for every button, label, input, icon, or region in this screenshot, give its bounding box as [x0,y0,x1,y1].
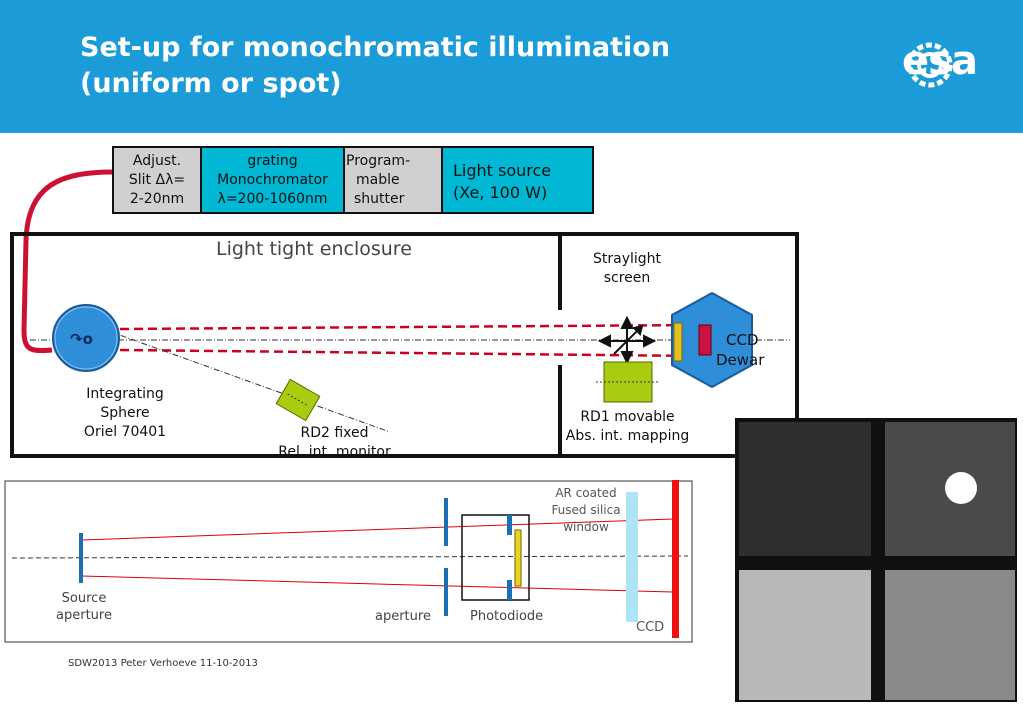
title-line-2: (uniform or spot) [80,68,342,99]
aperture-bar-top [444,498,448,546]
ccd-image-graphic [735,418,1017,702]
light-tight-enclosure [10,232,799,458]
monochromator-label: grating Monochromator λ=200-1060nm [217,153,328,207]
light-source-box [441,146,594,214]
photodiode-label: Photodiode [470,609,544,624]
ccd-bar [672,480,679,638]
footer-text: SDW2013 Peter Verhoeve 11-10-2013 [68,658,258,669]
photodiode-housing [461,514,530,601]
rd2-line [99,327,391,433]
ccd-dewar-label: CCD Dewar [716,331,765,369]
enclosure-label: Light tight enclosure [216,238,412,260]
esa-logo-text: esa [902,38,978,84]
shutter-label: Program- mable shutter [346,153,411,207]
straylight-label: Straylight screen [592,251,662,286]
rd2-label: RD2 fixed Rel. int. monitor [278,425,391,454]
lower-axis [11,555,689,559]
svg-text:↷o: ↷o [70,330,93,348]
ccd-chip [698,324,712,356]
source-aperture-label: Source aperture [56,591,112,623]
esa-logo-icon [907,42,953,88]
title-line-1: Set-up for monochromatic illumination [80,32,671,63]
ccd-label: CCD [636,620,665,635]
dewar-window [673,322,683,362]
light-source-label: Light source (Xe, 100 W) [453,161,552,202]
header-bar: Set-up for monochromatic illumination (u… [0,0,1023,133]
slit-box [112,146,202,214]
rd1-label: RD1 movable Abs. int. mapping [565,409,690,444]
ray-up [81,518,674,541]
ccd-illumination-image [735,418,1017,702]
sphere-label: Integrating Sphere Oriel 70401 [83,386,167,440]
page-title: Set-up for monochromatic illumination (u… [80,30,670,102]
aperture-bar-bottom [444,568,448,616]
ccd-dewar [671,291,753,389]
aperture-label: aperture [375,609,431,624]
slit-label: Adjust. Slit Δλ= 2-20nm [128,153,186,207]
shutter-box [343,146,443,214]
fused-silica-window [626,492,638,622]
window-label: AR coated Fused silica window [551,486,621,534]
ray-down [81,575,674,593]
illumination-spot [945,472,977,504]
rd2-detector [275,378,321,422]
translation-arrows-icon [597,315,657,365]
photodiode-sensor [514,529,522,587]
source-aperture-bar [79,533,83,583]
beam-lower [119,348,701,358]
beam-upper [119,323,701,331]
integrating-sphere [52,304,120,372]
lower-diagram-frame [4,480,693,643]
